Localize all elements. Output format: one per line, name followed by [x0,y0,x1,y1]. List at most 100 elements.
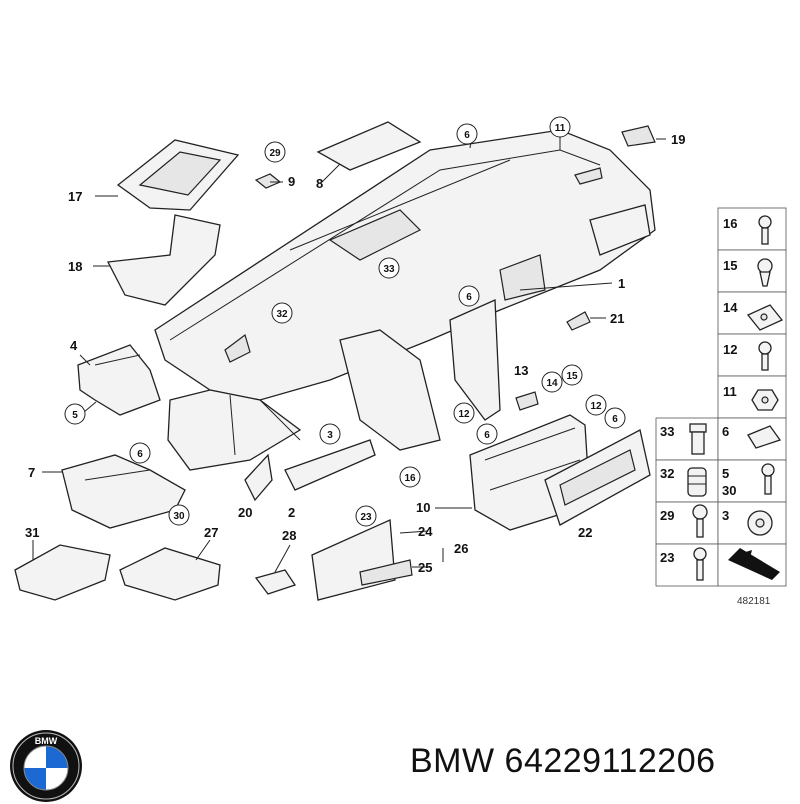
callout-4: 4 [70,338,78,353]
screw-icon [761,463,775,495]
spring-nut-icon [687,467,707,497]
callout-6-right: 6 [604,407,626,429]
callout-8: 8 [316,176,323,191]
svg-text:12: 12 [458,409,470,420]
svg-text:3: 3 [327,430,333,441]
clip-icon [747,425,782,449]
part-control-panel-22 [544,429,651,526]
legend-14: 14 [723,300,738,315]
part-bracket-4 [77,344,161,416]
plug-icon [689,423,707,455]
part-vent-19 [621,125,656,147]
part-number-title: BMW 64229112206 [410,742,716,780]
svg-text:33: 33 [383,264,395,275]
screw-icon [758,341,772,371]
callout-7: 7 [28,465,35,480]
part-bezel-24 [311,519,413,601]
legend-23: 23 [660,550,674,565]
callout-24: 24 [418,524,433,539]
legend-15: 15 [723,258,737,273]
svg-text:5: 5 [72,410,78,421]
svg-text:11: 11 [555,123,566,134]
callout-23: 23 [355,505,377,527]
part-glovebox-7 [61,454,186,529]
part-airbag-31 [14,544,111,601]
legend-3: 3 [722,508,729,523]
callout-12-right: 12 [585,394,607,416]
svg-text:32: 32 [276,309,288,320]
legend-32: 32 [660,466,674,481]
svg-text:6: 6 [137,449,143,460]
part-bracket-20 [244,453,273,502]
callout-28: 28 [282,528,296,543]
callout-12-left: 12 [453,402,475,424]
callout-6-glovebox: 6 [129,442,151,464]
arrow-icon [728,548,780,580]
callout-18: 18 [68,259,82,274]
callout-22: 22 [578,525,592,540]
legend-12: 12 [723,342,737,357]
part-clip-9 [254,173,282,189]
svg-text:BMW: BMW [35,736,58,746]
callout-29: 29 [264,141,286,163]
svg-text:16: 16 [404,473,416,484]
part-small-13 [515,391,539,411]
part-trim-2-3 [284,439,376,491]
callout-19: 19 [671,132,685,147]
callout-21: 21 [610,311,624,326]
legend-16: 16 [723,216,737,231]
svg-text:6: 6 [466,292,472,303]
callout-2: 2 [288,505,295,520]
screw-icon [758,215,772,245]
bmw-logo: BMW [10,730,82,802]
callout-5: 5 [64,403,86,425]
reference-number: 482181 [737,596,771,607]
callout-17: 17 [68,189,82,204]
bolt-icon [692,504,708,538]
legend-29: 29 [660,508,674,523]
legend-11: 11 [723,384,737,399]
part-module-27 [119,547,221,601]
svg-text:23: 23 [360,512,372,523]
callout-20: 20 [238,505,252,520]
legend-5: 5 [722,466,729,481]
callout-labels: 17 18 9 8 19 1 21 4 13 7 20 2 10 22 31 2… [25,132,685,575]
svg-text:6: 6 [464,130,470,141]
callout-26: 26 [454,541,468,556]
grommet-icon [747,510,773,536]
callout-33-top: 33 [378,257,400,279]
legend-6: 6 [722,424,729,439]
callout-10: 10 [416,500,430,515]
callout-32-top: 32 [271,302,293,324]
callout-31: 31 [25,525,39,540]
svg-text:14: 14 [546,378,558,389]
callout-6-mid: 6 [458,285,480,307]
screw-icon [693,547,707,581]
part-small-21 [566,311,591,331]
part-cup-28 [254,569,297,595]
callout-30: 30 [168,504,190,526]
clip-nut-icon [746,304,784,331]
part-cover-8 [316,121,422,171]
callout-25: 25 [418,560,432,575]
legend-33: 33 [660,424,674,439]
part-trim-18 [106,214,221,306]
callout-1: 1 [618,276,625,291]
callout-11-top: 11 [549,116,571,138]
fastener-legend: 16 15 14 12 11 33 6 32 5 30 29 3 23 [655,207,787,607]
nut-icon [751,389,779,411]
callout-6-top: 6 [456,123,478,145]
svg-text:6: 6 [484,430,490,441]
callout-6-carrier: 6 [476,423,498,445]
legend-30: 30 [722,483,736,498]
svg-text:6: 6 [612,414,618,425]
dashboard-panel [154,129,656,471]
callout-14: 14 [541,371,563,393]
callout-16: 16 [399,466,421,488]
svg-text:12: 12 [590,401,602,412]
callout-27: 27 [204,525,218,540]
circled-callouts: 29 6 11 33 32 6 5 14 15 12 12 6 6 3 6 16… [64,116,626,527]
svg-text:15: 15 [566,371,578,382]
part-frame-17 [116,139,240,211]
